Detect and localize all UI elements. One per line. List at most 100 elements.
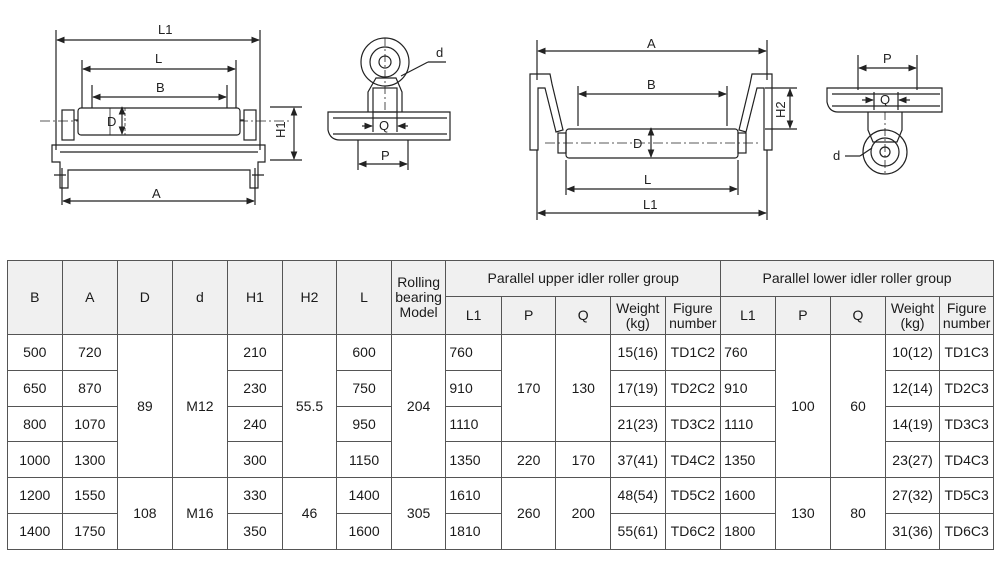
cell-l: 1400 [336, 477, 392, 515]
cell-lower-p: 100 [774, 333, 832, 479]
cell-upper-figure: TD5C2 [664, 477, 722, 515]
label-side-d: d [436, 45, 443, 60]
cell-d-small: M12 [171, 333, 229, 479]
cell-lower-l1: 1800 [720, 513, 776, 550]
cell-b: 500 [7, 334, 63, 371]
cell-lower-l1: 1600 [720, 477, 776, 515]
label-lower-h2: H2 [773, 101, 788, 118]
label-lower-d: D [633, 136, 642, 151]
cell-rolling: 204 [390, 333, 447, 479]
cell-lower-weight: 14(19) [884, 405, 941, 443]
cell-l: 600 [336, 334, 392, 371]
cell-upper-weight: 48(54) [610, 477, 666, 515]
spec-table-wrapper: B A D d H1 H2 L Rolling bearing Model Pa… [7, 260, 994, 550]
label-l1: L1 [158, 22, 172, 37]
cell-upper-p: 220 [500, 441, 557, 479]
label-h1: H1 [273, 121, 288, 138]
cell-upper-weight: 37(41) [610, 441, 666, 479]
cell-l: 1150 [336, 441, 392, 479]
cell-upper-q: 130 [555, 333, 612, 443]
label-b: B [156, 80, 165, 95]
cell-upper-l1: 1110 [445, 405, 502, 443]
cell-upper-weight: 55(61) [610, 513, 666, 550]
label-lower-side-p: P [883, 51, 892, 66]
label-lower-side-q: Q [880, 92, 890, 107]
header-lower-group: Parallel lower idler roller group [720, 260, 994, 297]
cell-lower-q: 80 [830, 477, 886, 550]
cell-upper-l1: 1810 [445, 513, 502, 550]
header-rolling-bearing: Rolling bearing Model [390, 260, 447, 335]
header-upper-figure: Figure number [664, 296, 722, 335]
cell-lower-figure: TD2C3 [939, 369, 994, 407]
cell-h1: 300 [227, 441, 283, 479]
cell-b: 1400 [7, 513, 63, 550]
cell-h1: 330 [227, 477, 283, 515]
cell-upper-l1: 760 [445, 334, 502, 371]
cell-upper-weight: 21(23) [610, 405, 666, 443]
technical-drawings: L1 L B D H1 A d Q P [40, 22, 943, 220]
cell-lower-figure: TD5C3 [939, 477, 994, 515]
header-lower-p: P [774, 296, 832, 335]
header-upper-group: Parallel upper idler roller group [445, 260, 722, 297]
cell-lower-figure: TD4C3 [939, 441, 994, 479]
cell-upper-l1: 1350 [445, 441, 502, 479]
cell-lower-l1: 760 [720, 334, 776, 371]
cell-lower-weight: 31(36) [884, 513, 941, 550]
label-l: L [155, 51, 162, 66]
label-lower-b: B [647, 77, 656, 92]
cell-b: 650 [7, 369, 63, 407]
header-d-big: D [117, 260, 173, 335]
cell-lower-weight: 12(14) [884, 369, 941, 407]
header-upper-p: P [500, 296, 557, 335]
cell-a: 870 [61, 369, 119, 407]
cell-a: 1550 [61, 477, 119, 515]
table-row: 1000 1300 300 1150 1350 220 170 37(41) T… [7, 441, 994, 479]
lower-idler-front-view [529, 40, 797, 220]
cell-b: 800 [7, 405, 63, 443]
cell-h2: 55.5 [281, 333, 338, 479]
cell-a: 1070 [61, 405, 119, 443]
cell-upper-weight: 15(16) [610, 334, 666, 371]
cell-h1: 230 [227, 369, 283, 407]
cell-upper-figure: TD3C2 [664, 405, 722, 443]
header-upper-weight: Weight (kg) [610, 296, 666, 335]
cell-upper-q: 170 [555, 441, 612, 479]
upper-idler-side-view [327, 37, 451, 170]
cell-l: 1600 [336, 513, 392, 550]
table-row: 1200 1550 108 M16 330 46 1400 305 1610 2… [7, 477, 994, 550]
cell-h1: 210 [227, 334, 283, 371]
label-lower-l1: L1 [643, 197, 657, 212]
cell-a: 1300 [61, 441, 119, 479]
cell-lower-l1: 910 [720, 369, 776, 407]
cell-upper-figure: TD4C2 [664, 441, 722, 479]
cell-lower-figure: TD1C3 [939, 334, 994, 371]
cell-lower-q: 60 [830, 333, 886, 479]
label-lower-l: L [644, 172, 651, 187]
header-upper-l1: L1 [445, 296, 502, 335]
cell-upper-weight: 17(19) [610, 369, 666, 407]
header-lower-l1: L1 [720, 296, 776, 335]
label-lower-a: A [647, 36, 656, 51]
cell-rolling: 305 [390, 477, 447, 550]
cell-l: 750 [336, 369, 392, 407]
cell-upper-figure: TD2C2 [664, 369, 722, 407]
header-a: A [61, 260, 119, 335]
label-side-p: P [381, 148, 390, 163]
table-row: 650 870 230 750 910 17(19) TD2C2 910 12(… [7, 369, 994, 407]
cell-a: 720 [61, 334, 119, 371]
header-upper-q: Q [555, 296, 612, 335]
table-row: 500 720 89 M12 210 55.5 600 204 760 170 … [7, 333, 994, 479]
table-row: 800 1070 240 950 1110 21(23) TD3C2 1110 … [7, 405, 994, 443]
cell-upper-figure: TD6C2 [664, 513, 722, 550]
header-d-small: d [171, 260, 229, 335]
table-row: 1400 1750 350 1600 1810 55(61) TD6C2 180… [7, 513, 994, 550]
cell-d-small: M16 [171, 477, 229, 550]
cell-lower-weight: 27(32) [884, 477, 941, 515]
cell-upper-p: 170 [500, 333, 557, 443]
cell-lower-p: 130 [774, 477, 832, 550]
cell-lower-l1: 1110 [720, 405, 776, 443]
header-h2: H2 [281, 260, 338, 335]
cell-lower-figure: TD3C3 [939, 405, 994, 443]
header-lower-figure: Figure number [939, 296, 994, 335]
cell-h2: 46 [281, 477, 338, 550]
